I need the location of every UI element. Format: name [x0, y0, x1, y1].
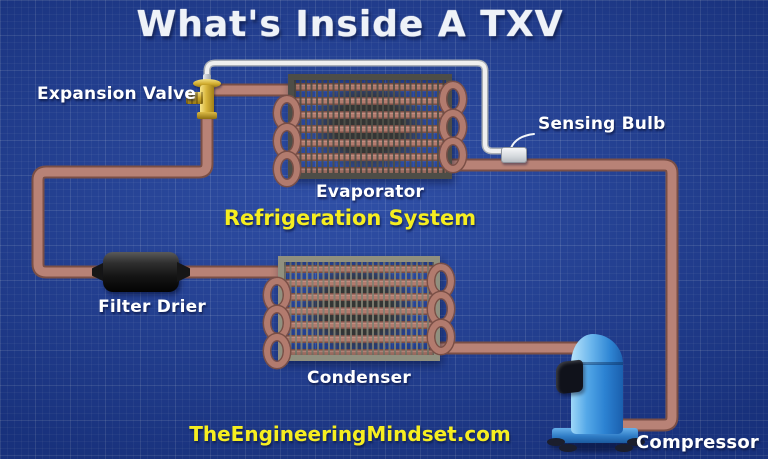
- evaporator-shading: [294, 80, 446, 173]
- condenser-fins: [284, 262, 434, 355]
- compressor-foot: [627, 438, 645, 446]
- expansion-valve: [186, 66, 228, 119]
- evaporator-label: Evaporator: [315, 182, 425, 202]
- expansion-valve-nut: [197, 112, 217, 119]
- filter-drier-outlet-cap: [177, 262, 190, 282]
- condenser-ubend: [428, 320, 454, 354]
- liquid-line-loop-outline: [31, 96, 286, 279]
- capillary-tube: [205, 61, 504, 153]
- evaporator-fins: [294, 80, 446, 173]
- condenser-shading: [284, 262, 434, 355]
- watermark-url: TheEngineeringMindset.com: [189, 422, 511, 446]
- condenser-ubend: [264, 334, 290, 368]
- compressor-label: Compressor: [636, 432, 759, 453]
- page-title: What's Inside A TXV: [136, 4, 564, 45]
- compressor-foot: [559, 444, 577, 452]
- sensing-bulb-label: Sensing Bulb: [538, 114, 666, 134]
- expansion-valve-diaphragm: [193, 79, 221, 88]
- expansion-valve-side-port: [186, 92, 203, 104]
- expansion-valve-body: [200, 85, 214, 116]
- compressor-terminal-port: [556, 359, 583, 395]
- copper-pipes: [33, 85, 677, 430]
- filter-drier: [92, 252, 190, 292]
- condenser-label: Condenser: [307, 368, 411, 388]
- filter-drier-body: [103, 252, 179, 292]
- sensing-bulb: [501, 147, 527, 163]
- evaporator-core: [294, 80, 446, 173]
- compressor-foot: [547, 438, 565, 446]
- expansion-valve-label: Expansion Valve: [37, 84, 197, 104]
- liquid-line-loop: [33, 96, 286, 277]
- sensing-bulb-pointer-line: [510, 133, 535, 149]
- filter-drier-label: Filter Drier: [98, 297, 206, 317]
- evaporator-ubend: [274, 152, 300, 186]
- compressor-seam: [571, 362, 623, 365]
- system-subtitle: Refrigeration System: [223, 206, 477, 230]
- condenser-coil: [264, 256, 454, 368]
- suction-line: [447, 160, 677, 430]
- condenser-core: [284, 262, 434, 355]
- evaporator-ubend: [440, 138, 466, 172]
- expansion-valve-capillary-fitting: [203, 74, 211, 82]
- compressor: [547, 334, 645, 452]
- filter-drier-inlet-cap: [92, 262, 105, 282]
- evaporator-coil: [274, 74, 466, 186]
- compressor-foot: [615, 444, 633, 452]
